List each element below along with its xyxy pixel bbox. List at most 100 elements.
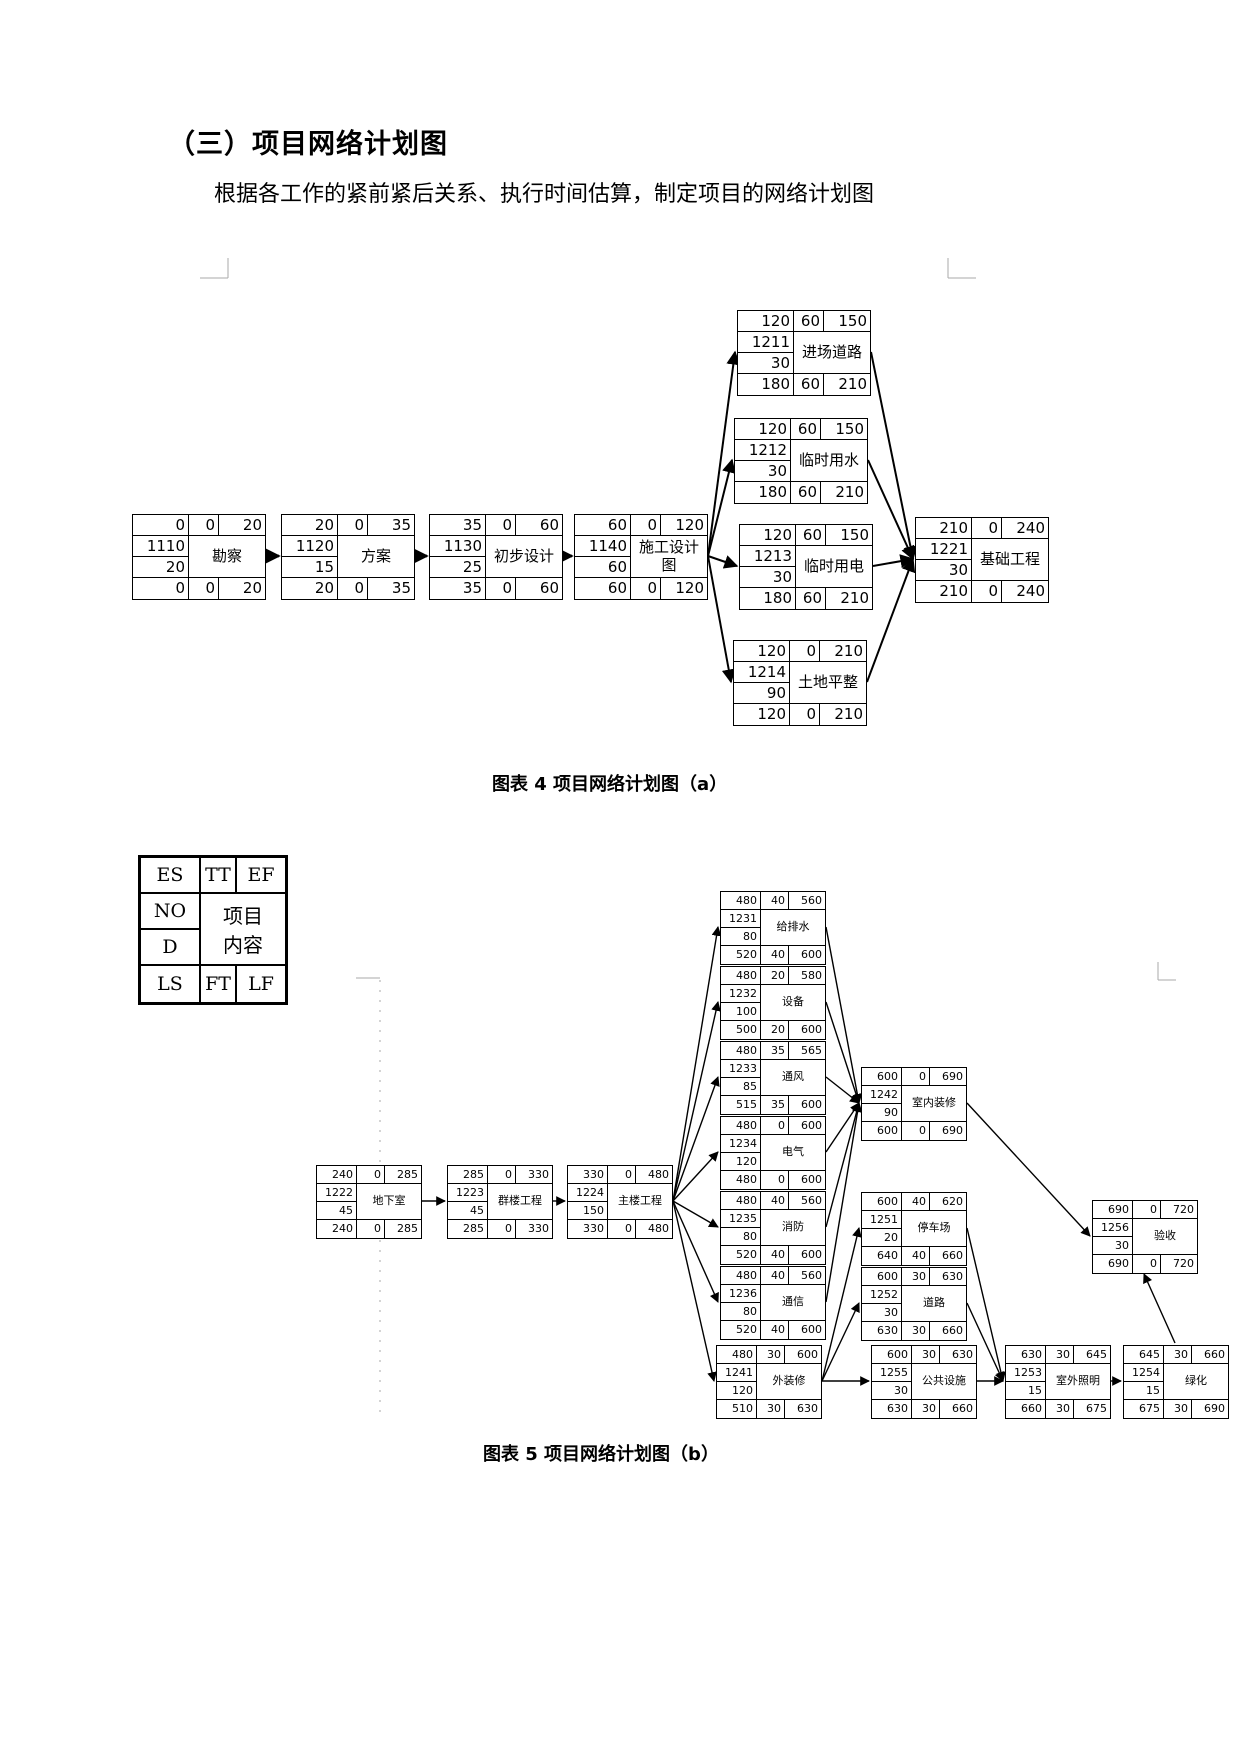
node-lf: 630 [797, 1402, 818, 1415]
node-duration: 30 [916, 560, 972, 581]
node-name: 初步设计 [486, 536, 562, 578]
node-es: 480 [721, 1192, 761, 1210]
arrow-b-1251-1253 [966, 1227, 1006, 1382]
arrow-b-1224-1233 [672, 1076, 720, 1202]
node-ef: 600 [785, 1346, 821, 1364]
node-es: 330 [568, 1166, 608, 1184]
node-lf: 330 [528, 1222, 549, 1235]
node-number: 1224 [568, 1184, 608, 1202]
node-lf: 600 [801, 1323, 822, 1336]
node-es: 480 [721, 967, 761, 985]
node-duration: 120 [717, 1382, 757, 1400]
node-name: 验收 [1133, 1219, 1197, 1255]
section-heading: （三）项目网络计划图 [168, 129, 448, 160]
node-tt: 20 [761, 967, 789, 985]
node-tt: 40 [761, 892, 789, 910]
arrow-b-1236-1242 [825, 1102, 863, 1303]
node-lf: 120 [675, 579, 704, 597]
node-lf: 600 [801, 948, 822, 961]
arrow-b-1224-1235 [672, 1200, 719, 1228]
node-ls: 600 [862, 1122, 902, 1140]
node-ls: 180 [738, 374, 794, 395]
node-duration: 30 [738, 353, 794, 374]
node-es: 120 [740, 525, 796, 546]
node-tt: 0 [631, 515, 661, 536]
node-number: 1233 [721, 1060, 761, 1078]
node-number: 1211 [738, 332, 794, 353]
node-tt: 0 [608, 1166, 636, 1184]
node-es: 0 [133, 515, 189, 536]
node-ls: 240 [317, 1220, 357, 1238]
node-ef: 240 [1002, 518, 1048, 539]
node-name: 外装修 [757, 1364, 821, 1400]
node-number: 1214 [734, 662, 790, 683]
node-lf: 60 [539, 579, 559, 597]
legend-name-line1: 项目 [223, 904, 263, 928]
node-lf: 210 [840, 589, 869, 607]
arrow-a-1140-1214 [707, 555, 736, 684]
node-ls: 675 [1124, 1400, 1164, 1418]
node-name: 消防 [761, 1210, 825, 1246]
node-es: 645 [1124, 1346, 1164, 1364]
node-ls: 630 [862, 1322, 902, 1340]
node-number: 1234 [721, 1135, 761, 1153]
node-ls: 515 [721, 1096, 761, 1114]
node-name: 临时用水 [791, 440, 867, 482]
node-ls: 35 [430, 578, 486, 599]
node-legend: ES TT EF NO 项目 内容 D LS FT LF [138, 855, 288, 1005]
node-duration: 80 [721, 1303, 761, 1321]
node-duration: 30 [862, 1304, 902, 1322]
node-ef: 600 [789, 1117, 825, 1135]
arrow-b-1231-1242 [825, 926, 863, 1104]
arrow-b-1224-1234 [672, 1151, 719, 1202]
node-ls: 180 [740, 588, 796, 609]
node-number: 1232 [721, 985, 761, 1003]
node-ls: 120 [734, 704, 790, 725]
node-name: 绿化 [1164, 1364, 1228, 1400]
node-ef: 630 [940, 1346, 976, 1364]
node-name: 停车场 [902, 1211, 966, 1247]
node-ft: 0 [189, 578, 219, 599]
node-es: 120 [738, 311, 794, 332]
node-number: 1231 [721, 910, 761, 928]
legend-d: D [141, 930, 201, 966]
node-ls: 180 [735, 482, 791, 503]
arrow-a-1212-1221 [867, 459, 915, 561]
node-ft: 60 [791, 482, 821, 503]
node-tt: 40 [902, 1193, 930, 1211]
node-tt: 0 [357, 1166, 385, 1184]
node-ft: 0 [486, 578, 516, 599]
node-tt: 0 [972, 518, 1002, 539]
node-name: 室内装修 [902, 1086, 966, 1122]
node-name: 主楼工程 [608, 1184, 672, 1220]
node-tt: 60 [791, 419, 821, 440]
node-lf: 480 [648, 1222, 669, 1235]
node-duration: 45 [448, 1202, 488, 1220]
node-es: 690 [1093, 1201, 1133, 1219]
node-es: 20 [282, 515, 338, 536]
node-ef: 60 [516, 515, 562, 536]
arrow-a-1140-1211 [707, 350, 741, 557]
node-es: 600 [862, 1193, 902, 1211]
node-es: 480 [717, 1346, 757, 1364]
node-duration: 30 [735, 461, 791, 482]
node-ft: 0 [1133, 1255, 1161, 1273]
node-ef: 150 [821, 419, 867, 440]
node-lf: 660 [952, 1402, 973, 1415]
node-number: 1254 [1124, 1364, 1164, 1382]
node-ef: 330 [516, 1166, 552, 1184]
node-tt: 35 [761, 1042, 789, 1060]
node-lf: 690 [942, 1124, 963, 1137]
node-ls: 330 [568, 1220, 608, 1238]
arrow-b-1234-1242 [825, 1102, 860, 1153]
node-lf: 660 [942, 1324, 963, 1337]
node-name: 通风 [761, 1060, 825, 1096]
node-duration: 20 [862, 1229, 902, 1247]
